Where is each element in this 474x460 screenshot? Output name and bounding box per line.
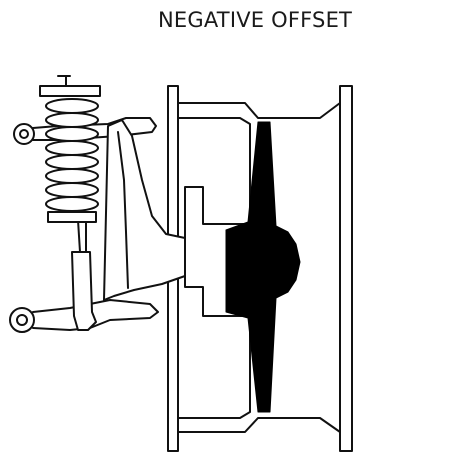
knuckle-contour [117, 131, 129, 289]
spring-coil-5 [45, 154, 99, 170]
lower-control-arm [32, 299, 159, 331]
spring-mount-stud [57, 75, 71, 87]
suspension-assembly [9, 75, 186, 333]
spring-coil-2 [45, 112, 99, 128]
steering-knuckle [103, 119, 186, 301]
lower-arm-bushing-outer [9, 307, 35, 333]
lower-arm-bushing-inner [16, 314, 28, 326]
wheel-cross-section [167, 85, 353, 452]
wheel-hub-disc [225, 121, 301, 413]
shock-lower-body [71, 251, 97, 331]
spring-coil-8 [45, 196, 99, 212]
spring-top-seat [39, 85, 101, 97]
spring-coil-7 [45, 182, 99, 198]
upper-arm-bushing-outer [13, 123, 35, 145]
spring-coil-1 [45, 98, 99, 114]
coil-spring [39, 75, 101, 223]
upper-arm-bushing-inner [19, 129, 29, 139]
shock-shaft [77, 219, 87, 253]
spring-bottom-seat [47, 211, 97, 223]
spring-coil-6 [45, 168, 99, 184]
diagram-title: NEGATIVE OFFSET [158, 8, 353, 32]
spring-coil-3 [45, 126, 99, 142]
spring-coil-4 [45, 140, 99, 156]
